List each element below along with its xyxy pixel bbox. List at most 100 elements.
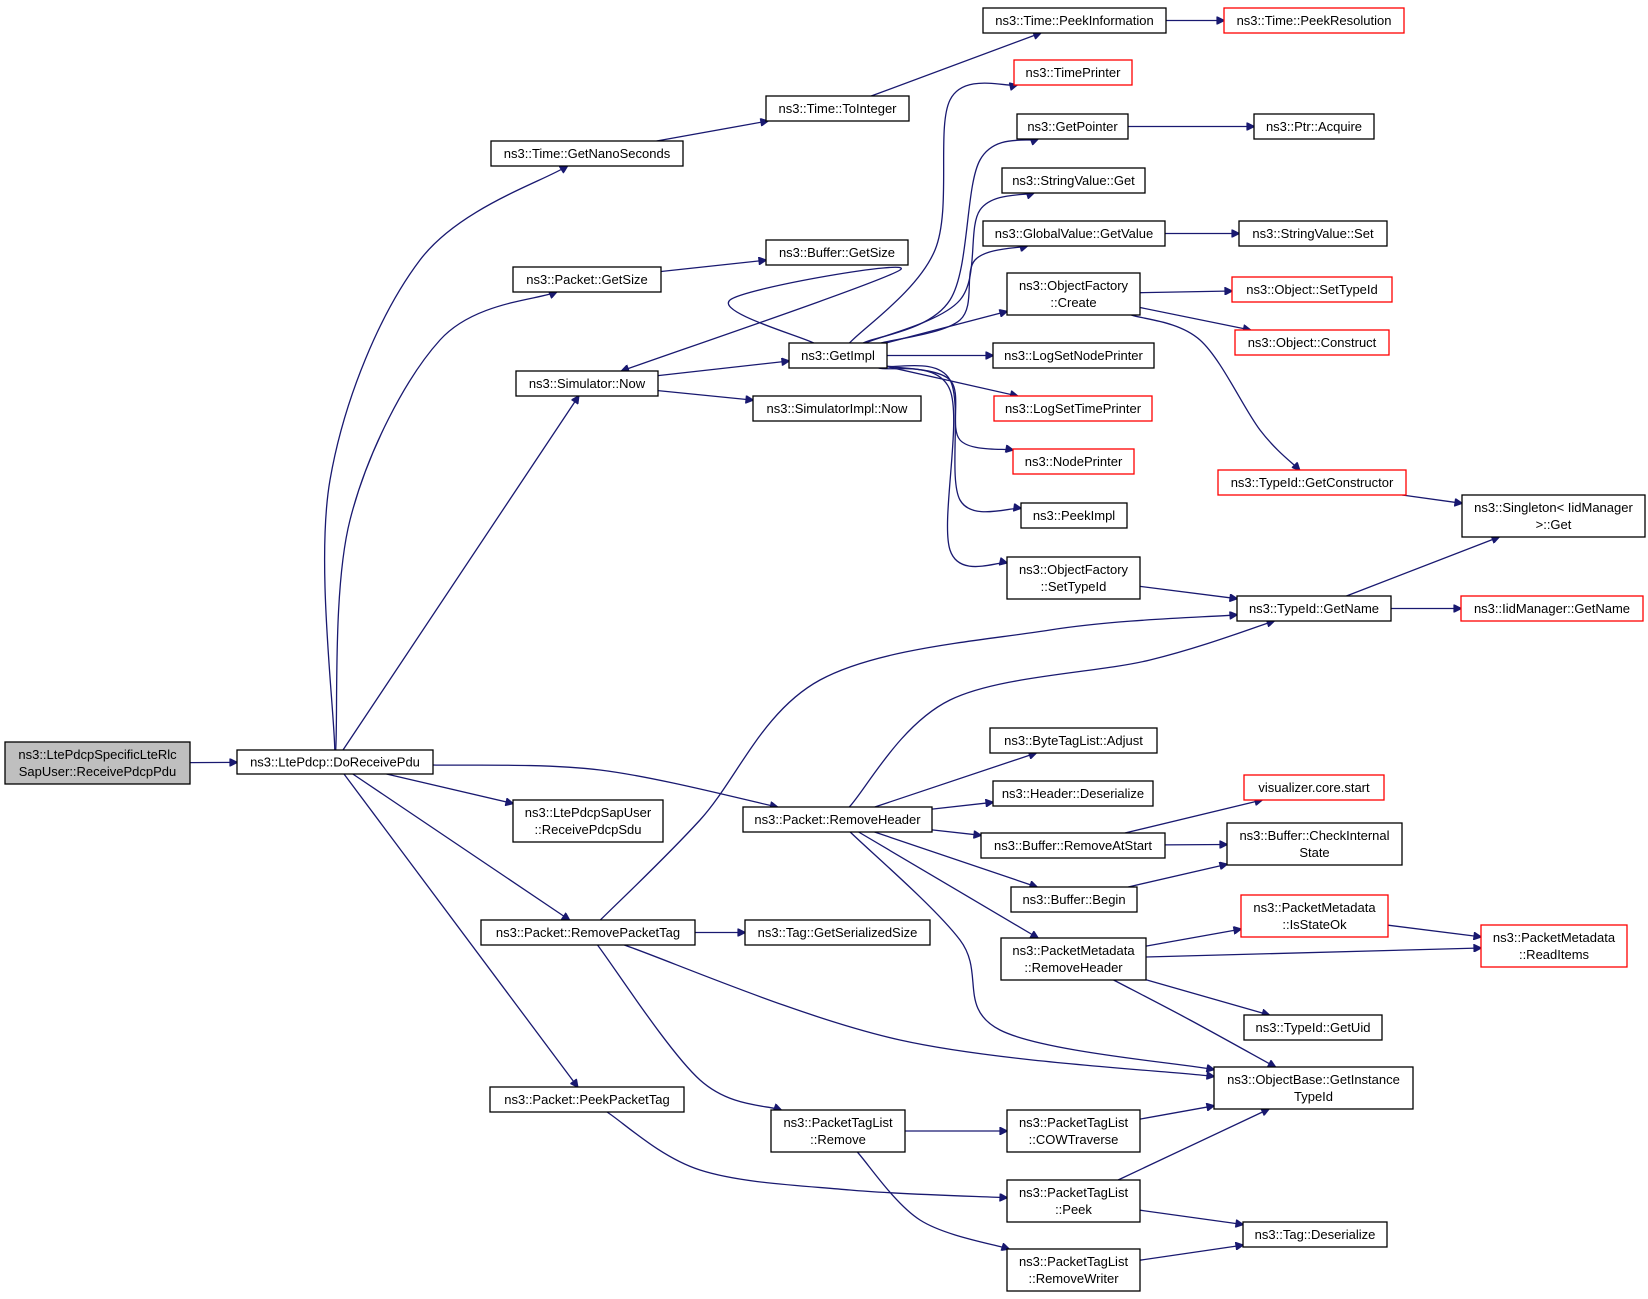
edge-simNow-to-simImplNow xyxy=(657,389,753,401)
node-label: ns3::PacketMetadata xyxy=(1253,900,1376,915)
node-box xyxy=(982,7,1167,34)
node-label: ns3::GetImpl xyxy=(801,348,875,363)
node-ptlRemoveWriter[interactable]: ns3::PacketTagList::RemoveWriter xyxy=(1006,1248,1141,1292)
node-getImpl[interactable]: ns3::GetImpl xyxy=(788,342,888,369)
edge-removeHeader-to-objBaseGetInstanceTypeId xyxy=(849,831,1214,1070)
edge-packetGetSize-to-bufferGetSize xyxy=(660,260,766,273)
node-nodePrinter[interactable]: ns3::NodePrinter xyxy=(1012,448,1135,475)
node-bufferRemoveAtStart[interactable]: ns3::Buffer::RemoveAtStart xyxy=(980,832,1166,859)
node-removeHeader[interactable]: ns3::Packet::RemoveHeader xyxy=(742,806,933,833)
node-peekImpl[interactable]: ns3::PeekImpl xyxy=(1020,502,1128,529)
node-box xyxy=(1217,469,1407,496)
node-timePrinter[interactable]: ns3::TimePrinter xyxy=(1013,59,1133,86)
node-visualizerStart[interactable]: visualizer.core.start xyxy=(1243,774,1385,801)
edge-getImpl-to-timePrinter xyxy=(849,83,1018,344)
node-bufferBegin[interactable]: ns3::Buffer::Begin xyxy=(1010,886,1138,913)
edge-ptlRemove-to-ptlRemoveWriter xyxy=(856,1151,1009,1249)
node-sapReceivePdcpSdu[interactable]: ns3::LtePdcpSapUser::ReceivePdcpSdu xyxy=(512,799,664,843)
node-ptlPeek[interactable]: ns3::PacketTagList::Peek xyxy=(1006,1179,1141,1223)
node-box xyxy=(1223,7,1405,34)
node-box xyxy=(765,239,909,266)
node-box xyxy=(992,342,1155,369)
edge-bufferBegin-to-bufferCheckInternal xyxy=(1128,864,1227,888)
node-typeIdGetName[interactable]: ns3::TypeId::GetName xyxy=(1236,595,1392,622)
node-box xyxy=(1006,556,1141,600)
node-singletonGet[interactable]: ns3::Singleton< IidManager>::Get xyxy=(1461,494,1646,538)
node-globalGetValue[interactable]: ns3::GlobalValue::GetValue xyxy=(982,220,1166,247)
node-typeIdGetConstructor[interactable]: ns3::TypeId::GetConstructor xyxy=(1217,469,1407,496)
node-objConstruct[interactable]: ns3::Object::Construct xyxy=(1234,329,1390,356)
edge-getImpl-to-ofSetTypeId xyxy=(878,367,1007,568)
node-box xyxy=(982,220,1166,247)
node-tagGetSerializedSize[interactable]: ns3::Tag::GetSerializedSize xyxy=(744,919,931,946)
edge-removePacketTag-to-objBaseGetInstanceTypeId xyxy=(624,944,1214,1076)
node-stringValueGet[interactable]: ns3::StringValue::Get xyxy=(1001,167,1146,194)
node-getPointer[interactable]: ns3::GetPointer xyxy=(1016,113,1129,140)
node-label: ::Peek xyxy=(1055,1202,1092,1217)
node-ofSetTypeId[interactable]: ns3::ObjectFactory::SetTypeId xyxy=(1006,556,1141,600)
node-box xyxy=(1480,924,1628,968)
node-box xyxy=(1016,113,1129,140)
node-label: ns3::Simulator::Now xyxy=(529,376,646,391)
node-label: ns3::ObjectFactory xyxy=(1019,278,1129,293)
node-box xyxy=(1001,167,1146,194)
node-label: SapUser::ReceivePdcpPdu xyxy=(19,764,177,779)
node-peekPacketTag[interactable]: ns3::Packet::PeekPacketTag xyxy=(489,1086,685,1113)
node-byteTagAdjust[interactable]: ns3::ByteTagList::Adjust xyxy=(989,727,1158,754)
edge-doReceivePdu-to-packetGetSize xyxy=(335,292,557,751)
node-label: ::COWTraverse xyxy=(1029,1132,1119,1147)
edges-layer xyxy=(189,21,1499,1261)
node-simImplNow[interactable]: ns3::SimulatorImpl::Now xyxy=(752,395,922,422)
edge-toInteger-to-peekInformation xyxy=(870,33,1041,97)
node-ptlRemove[interactable]: ns3::PacketTagList::Remove xyxy=(770,1109,906,1153)
node-ptrAcquire[interactable]: ns3::Ptr::Acquire xyxy=(1253,113,1375,140)
node-pmIsStateOk[interactable]: ns3::PacketMetadata::IsStateOk xyxy=(1240,894,1389,938)
node-label: ns3::TypeId::GetConstructor xyxy=(1231,475,1394,490)
node-box xyxy=(512,799,664,843)
node-typeIdGetUid[interactable]: ns3::TypeId::GetUid xyxy=(1243,1014,1383,1041)
node-getNanoSeconds[interactable]: ns3::Time::GetNanoSeconds xyxy=(490,140,684,167)
node-label: ns3::Packet::RemoveHeader xyxy=(754,812,921,827)
node-logSetNodePrinter[interactable]: ns3::LogSetNodePrinter xyxy=(992,342,1155,369)
node-toInteger[interactable]: ns3::Time::ToInteger xyxy=(765,95,910,122)
node-tagDeserialize[interactable]: ns3::Tag::Deserialize xyxy=(1242,1221,1388,1248)
node-label: ns3::PacketTagList xyxy=(1019,1254,1129,1269)
edge-ptlCowTraverse-to-objBaseGetInstanceTypeId xyxy=(1139,1106,1214,1120)
node-box xyxy=(1226,822,1403,866)
node-box xyxy=(788,342,888,369)
edge-pmRemoveHeader-to-pmIsStateOk xyxy=(1145,929,1241,947)
node-peekResolution[interactable]: ns3::Time::PeekResolution xyxy=(1223,7,1405,34)
node-box xyxy=(1460,595,1644,622)
node-pmRemoveHeader[interactable]: ns3::PacketMetadata::RemoveHeader xyxy=(1000,937,1147,981)
node-label: >::Get xyxy=(1536,517,1572,532)
node-stringValueSet[interactable]: ns3::StringValue::Set xyxy=(1238,220,1388,247)
node-doReceivePdu[interactable]: ns3::LtePdcp::DoReceivePdu xyxy=(236,749,434,775)
node-bufferGetSize[interactable]: ns3::Buffer::GetSize xyxy=(765,239,909,266)
node-label: ns3::PacketTagList xyxy=(1019,1185,1129,1200)
node-iidGetName[interactable]: ns3::IidManager::GetName xyxy=(1460,595,1644,622)
node-label: ns3::Packet::RemovePacketTag xyxy=(496,925,680,940)
node-label: ns3::Packet::PeekPacketTag xyxy=(504,1092,669,1107)
edge-ofCreate-to-objSetTypeId xyxy=(1139,291,1232,293)
edge-ptlPeek-to-objBaseGetInstanceTypeId xyxy=(1117,1109,1269,1181)
node-objSetTypeId[interactable]: ns3::Object::SetTypeId xyxy=(1231,276,1393,303)
node-ptlCowTraverse[interactable]: ns3::PacketTagList::COWTraverse xyxy=(1006,1109,1141,1153)
node-root[interactable]: ns3::LtePdcpSpecificLteRlcSapUser::Recei… xyxy=(4,741,191,785)
node-label: ::Create xyxy=(1050,295,1096,310)
edge-doReceivePdu-to-simNow xyxy=(342,396,579,751)
node-ofCreate[interactable]: ns3::ObjectFactory::Create xyxy=(1006,272,1141,316)
edge-getImpl-to-peekImpl xyxy=(886,364,1021,513)
node-headerDeserialize[interactable]: ns3::Header::Deserialize xyxy=(992,780,1154,807)
node-peekInformation[interactable]: ns3::Time::PeekInformation xyxy=(982,7,1167,34)
node-removePacketTag[interactable]: ns3::Packet::RemovePacketTag xyxy=(480,919,696,946)
node-pmReadItems[interactable]: ns3::PacketMetadata::ReadItems xyxy=(1480,924,1628,968)
node-logSetTimePrinter[interactable]: ns3::LogSetTimePrinter xyxy=(993,395,1153,422)
node-label: ns3::Object::SetTypeId xyxy=(1246,282,1378,297)
edge-removeHeader-to-bufferRemoveAtStart xyxy=(931,829,981,835)
node-box xyxy=(1234,329,1390,356)
node-packetGetSize[interactable]: ns3::Packet::GetSize xyxy=(512,266,662,293)
node-simNow[interactable]: ns3::Simulator::Now xyxy=(515,370,659,397)
node-label: ::ReadItems xyxy=(1519,947,1590,962)
